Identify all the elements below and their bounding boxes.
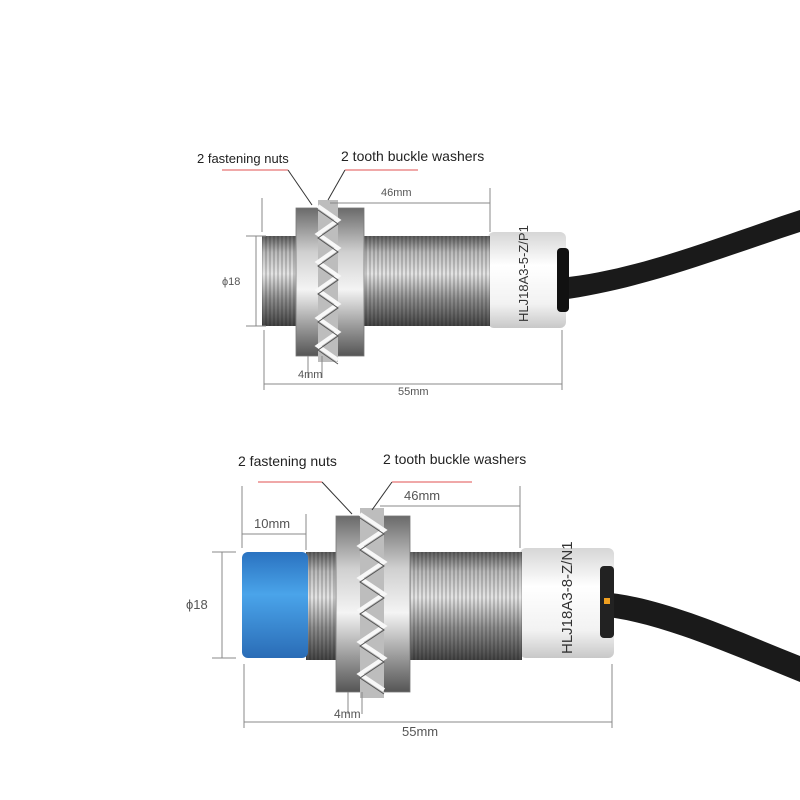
sensor-bottom-blue-cap [242,552,308,658]
tooth-washer-top [314,200,342,365]
part-number-top: HLJ18A3-5-Z/P1 [516,225,531,322]
dim-10mm-bottom: 10mm [254,516,290,531]
washers-label-bottom: 2 tooth buckle washers [383,451,526,467]
sensor-top-white-end [488,232,566,328]
dim-diameter-top: ϕ18 [222,276,240,288]
dim-46mm-top: 46mm [381,187,412,199]
tooth-washer-bottom [356,508,388,698]
cable-bottom [600,592,800,682]
sensor-top: HLJ18A3-5-Z/P1 2 fastening nuts 2 tooth … [197,148,800,398]
part-number-bottom: HLJ18A3-8-Z/N1 [559,541,576,654]
dim-55mm-top: 55mm [398,386,429,398]
washers-label-top: 2 tooth buckle washers [341,148,484,164]
nut-bottom-2 [381,515,411,693]
dim-4mm-top: 4mm [298,369,322,381]
dim-4mm-bottom: 4mm [334,707,361,721]
dim-diameter-bottom: ϕ18 [186,597,208,612]
cable-top [560,210,800,300]
nuts-label-bottom: 2 fastening nuts [238,453,337,469]
nuts-label-top: 2 fastening nuts [197,151,289,166]
nut-bottom-1 [335,515,363,693]
sensor-bottom: HLJ18A3-8-Z/N1 2 fastening nuts 2 tooth … [186,451,800,739]
sensor-bottom-white-end [520,548,614,658]
dim-55mm-bottom: 55mm [402,724,438,739]
nut-top-2 [335,207,365,357]
dim-46mm-bottom: 46mm [404,488,440,503]
